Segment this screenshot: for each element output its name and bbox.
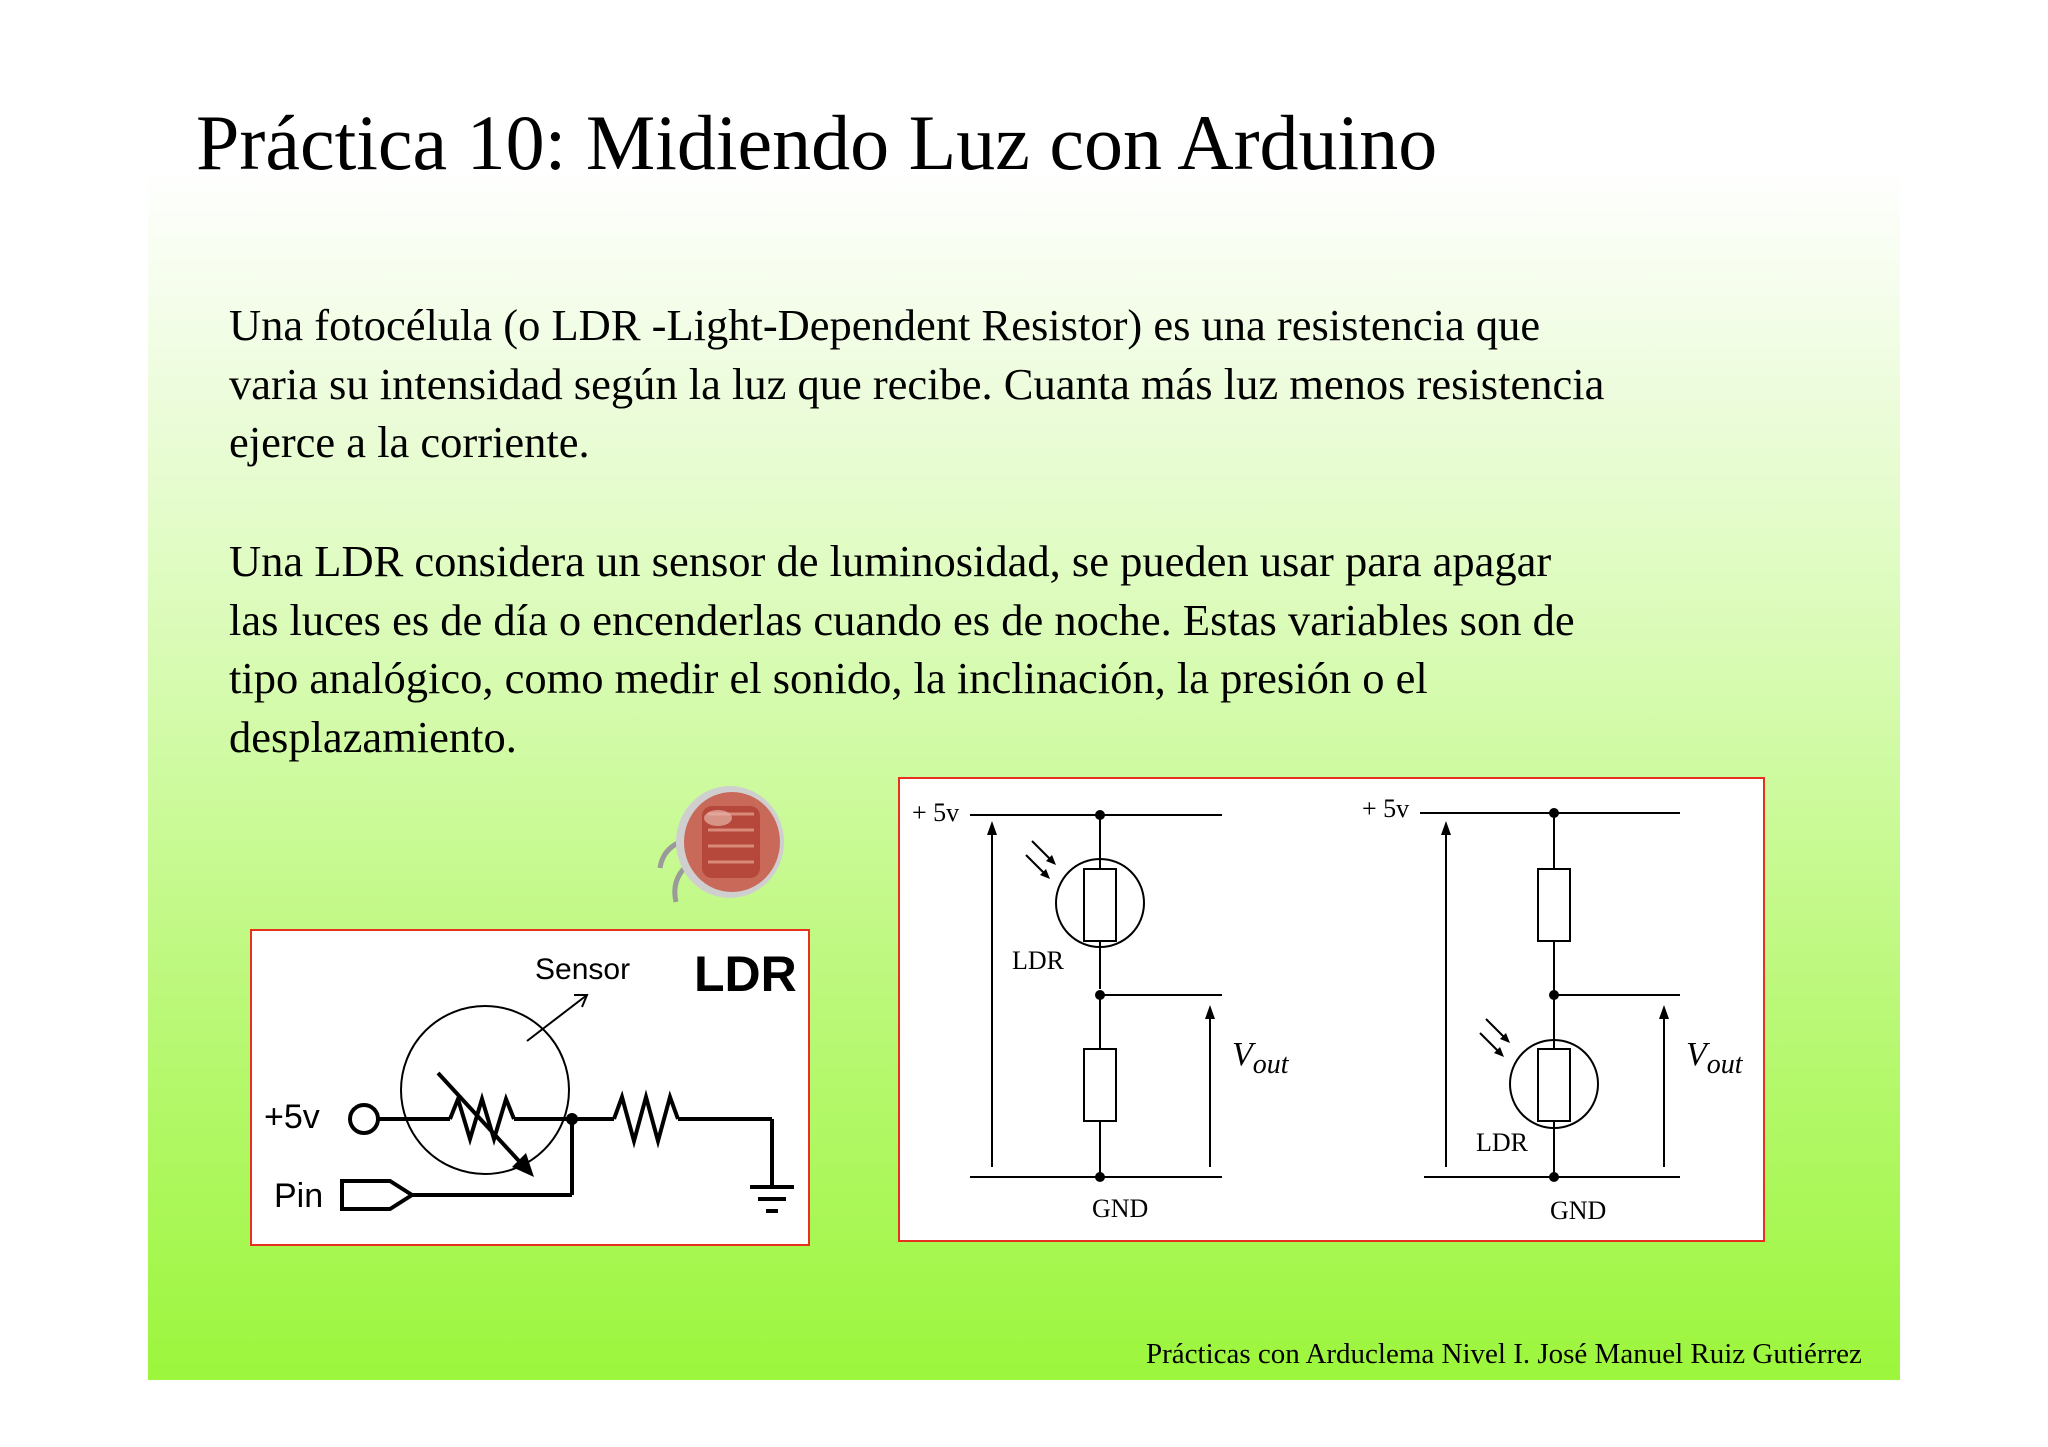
divider-ldr-bottom: + 5v LDR Vout GND: [1362, 794, 1744, 1225]
text-line: las luces es de día o encenderlas cuando…: [229, 594, 1575, 645]
text-line: desplazamiento.: [229, 711, 517, 762]
vout-label: Vout: [1232, 1036, 1290, 1080]
photocell-image: [657, 786, 784, 903]
ldr-title-label: LDR: [694, 946, 797, 1002]
text-line: tipo analógico, como medir el sonido, la…: [229, 653, 1428, 703]
footer-credit: Prácticas con Arduclema Nivel I. José Ma…: [1146, 1338, 1862, 1370]
text-line: Una LDR considera un sensor de luminosid…: [229, 536, 1552, 586]
slide-title: Práctica 10: Midiendo Luz con Arduino: [196, 99, 1438, 186]
plus5v-label: + 5v: [1362, 794, 1409, 823]
ldr-label: LDR: [1012, 946, 1065, 975]
gnd-label: GND: [1092, 1194, 1148, 1223]
voltage-divider-svg: + 5v LDR Vout GND +: [912, 794, 1744, 1225]
gnd-label: GND: [1550, 1196, 1606, 1225]
ldr-circuit-diagram: Sensor LDR +5v Pin: [250, 929, 810, 1246]
voltage-divider-diagrams: + 5v LDR Vout GND +: [898, 777, 1765, 1242]
paragraph-ldr-uses: Una LDR considera un sensor de luminosid…: [229, 532, 1575, 766]
divider-ldr-top: + 5v LDR Vout GND: [912, 798, 1290, 1223]
vout-label: Vout: [1686, 1036, 1744, 1080]
paragraph-ldr-definition: Una fotocélula (o LDR -Light-Dependent R…: [229, 296, 1604, 472]
plus5v-label: + 5v: [912, 798, 959, 827]
text-line: ejerce a la corriente.: [229, 417, 590, 467]
sensor-label: Sensor: [535, 953, 630, 986]
plus5v-label: +5v: [264, 1098, 320, 1136]
ldr-label: LDR: [1476, 1128, 1529, 1157]
pin-label: Pin: [274, 1177, 323, 1215]
ldr-circuit-svg: Sensor LDR +5v Pin: [264, 946, 797, 1215]
text-line: varia su intensidad según la luz que rec…: [229, 358, 1605, 409]
text-line: Una fotocélula (o LDR -Light-Dependent R…: [229, 300, 1541, 350]
